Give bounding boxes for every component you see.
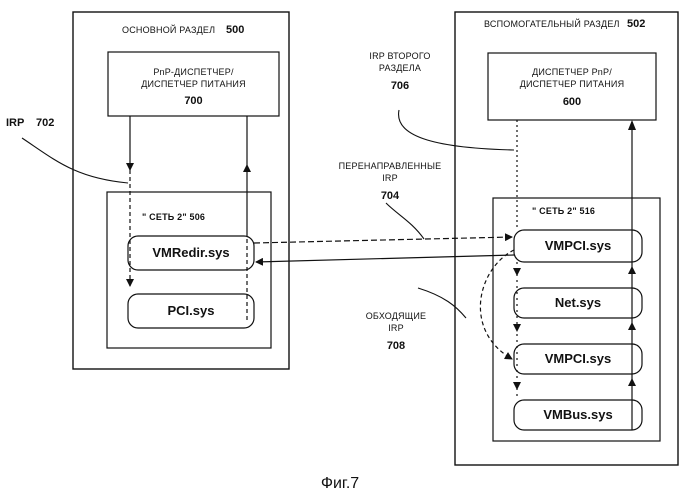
secondary-manager-line2: ДИСПЕТЧЕР ПИТАНИЯ — [488, 80, 656, 89]
redirected-irp-line2: IRP — [330, 174, 450, 183]
irp-702-leader — [22, 138, 128, 183]
vmpci-bottom-label: VMPCI.sys — [514, 352, 642, 365]
arrowhead-up — [628, 378, 636, 386]
secondary-stack-box — [493, 198, 660, 441]
secondary-partition-number: 502 — [627, 19, 645, 30]
redirected-irp-number: 704 — [330, 191, 450, 202]
redirected-irp-line1: ПЕРЕНАПРАВЛЕННЫЕ — [330, 162, 450, 171]
return-irp-arrow — [256, 255, 514, 262]
bypass-irp-line2: IRP — [358, 324, 434, 333]
irp-704-leader — [386, 203, 424, 239]
primary-stack-label: " СЕТЬ 2" 506 — [142, 213, 205, 222]
primary-partition-title: ОСНОВНОЙ РАЗДЕЛ — [122, 26, 215, 35]
irp-706-leader — [399, 110, 514, 150]
primary-manager-number: 700 — [108, 96, 279, 107]
second-irp-label-line1: IRP ВТОРОГО — [358, 52, 442, 61]
primary-manager-line2: ДИСПЕТЧЕР ПИТАНИЯ — [108, 80, 279, 89]
vmbus-label: VMBus.sys — [514, 408, 642, 421]
redirected-irp-arrow — [254, 237, 512, 243]
vmredir-label: VMRedir.sys — [128, 246, 254, 259]
irp-number: 702 — [36, 118, 54, 129]
secondary-manager-line1: ДИСПЕТЧЕР PnP/ — [488, 68, 656, 77]
arrowhead-down — [513, 268, 521, 276]
second-irp-label-line2: РАЗДЕЛА — [358, 64, 442, 73]
bypass-irp-curve — [480, 250, 514, 359]
secondary-stack-label: " СЕТЬ 2" 516 — [532, 207, 595, 216]
irp-label: IRP — [6, 118, 24, 129]
pci-label: PCI.sys — [128, 304, 254, 317]
primary-partition-number: 500 — [226, 25, 244, 36]
arrowhead-up — [628, 120, 636, 130]
bypass-irp-line1: ОБХОДЯЩИЕ — [358, 312, 434, 321]
second-irp-number: 706 — [358, 81, 442, 92]
secondary-partition-title: ВСПОМОГАТЕЛЬНЫЙ РАЗДЕЛ — [484, 20, 620, 29]
arrowhead-down — [513, 382, 521, 390]
vmpci-top-label: VMPCI.sys — [514, 239, 642, 252]
bypass-irp-number: 708 — [358, 341, 434, 352]
figure-caption: Фиг.7 — [270, 476, 410, 492]
arrowhead-up — [628, 322, 636, 330]
secondary-manager-number: 600 — [488, 97, 656, 108]
net-label: Net.sys — [514, 296, 642, 309]
arrowhead-up — [628, 266, 636, 274]
arrowhead-down — [513, 324, 521, 332]
primary-manager-line1: PnP-ДИСПЕТЧЕР/ — [108, 68, 279, 77]
